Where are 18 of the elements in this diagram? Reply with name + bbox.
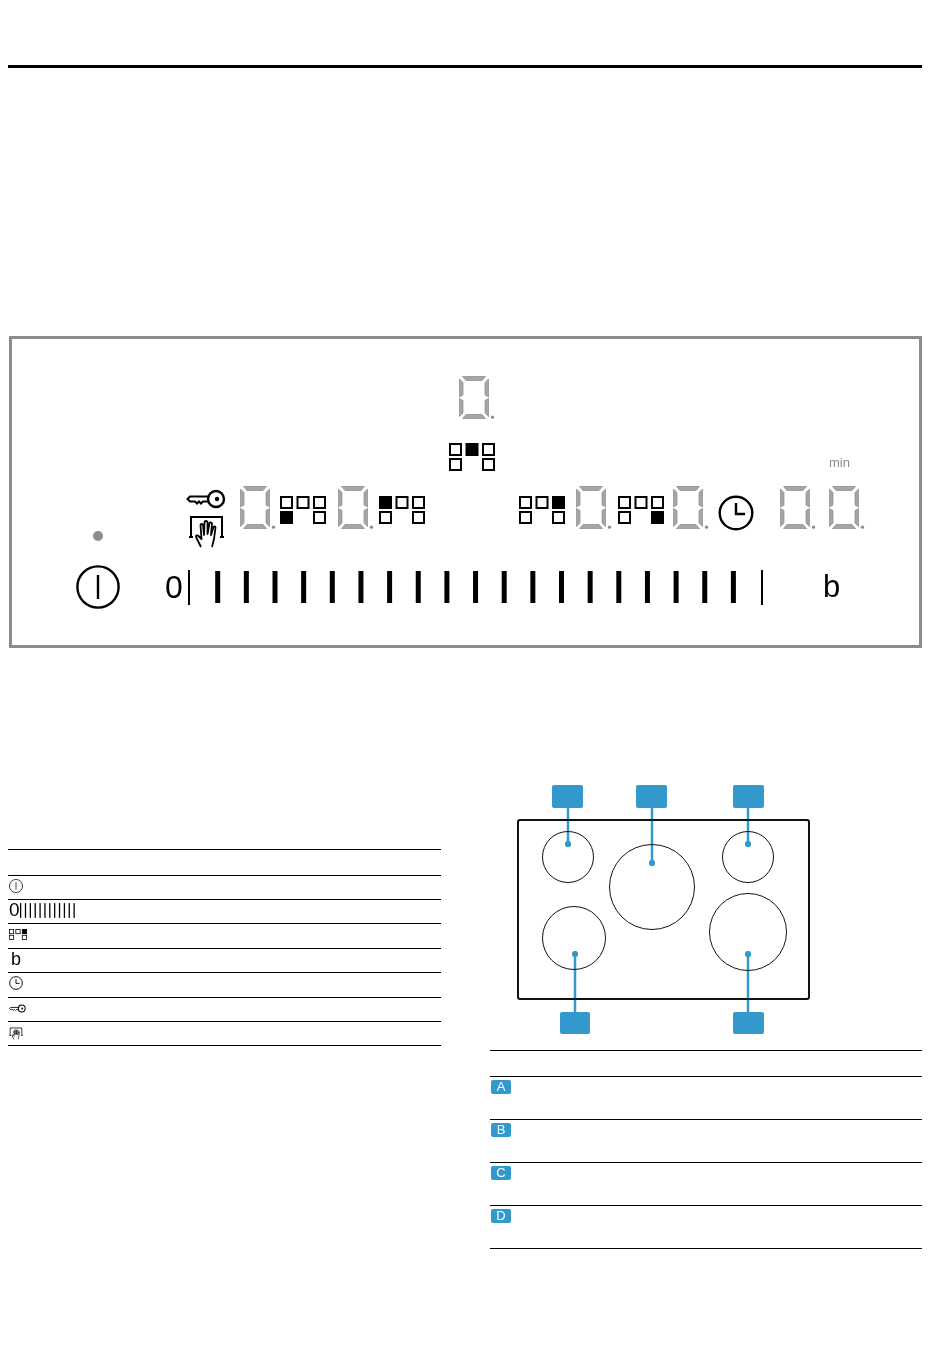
scale-label: 0 [9,900,20,919]
callout-marker [733,785,764,808]
callout-letter: D [491,1209,511,1223]
leader-line [571,950,579,1012]
symbol-label: b [823,571,841,602]
scale-label: 0 [165,571,183,603]
symbol-label: b [11,950,21,968]
hob-outline [517,819,810,1000]
callout-marker [560,1012,590,1034]
callout-letter: A [491,1080,511,1094]
unit-label: min [829,456,850,469]
callout-letter: C [491,1166,511,1180]
leader-line [744,950,752,1012]
callout-marker [636,785,667,808]
callout-marker [552,785,583,808]
leader-line [648,808,656,867]
callout-letter: B [491,1123,511,1137]
callout-marker [733,1012,764,1034]
